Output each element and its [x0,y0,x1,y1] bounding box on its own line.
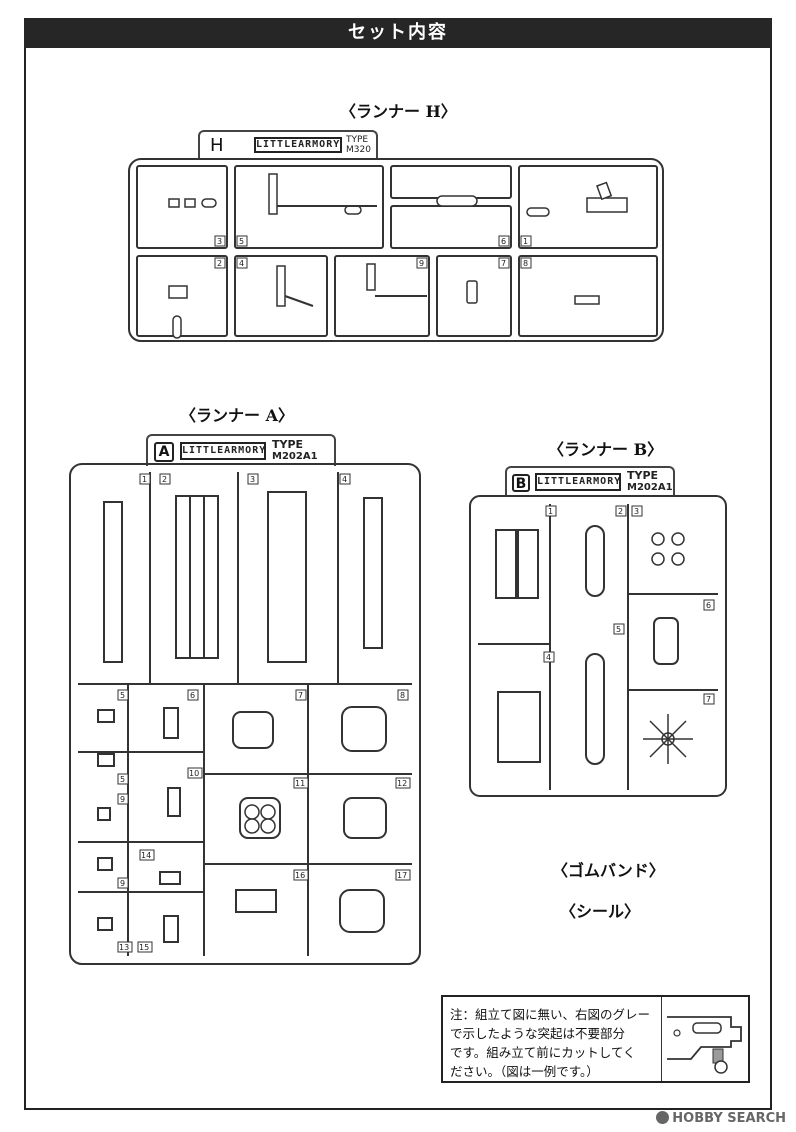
runner-a-title: 〈ランナー A〉 [180,406,294,425]
part-number: 12 [397,779,407,788]
part-number: 1 [142,475,147,484]
note-line: 注：組立て図に無い、右図のグレー [450,1007,651,1022]
part-number: 3 [634,507,639,516]
runner-b-type-label: TYPE [627,469,659,482]
runner-h-type-label: TYPE [346,135,369,145]
part-number: 9 [120,795,125,804]
hobby-search-logo-icon [656,1111,670,1124]
part-number: 13 [119,943,129,952]
part-number: 9 [120,879,125,888]
runner-a-letter: A [154,442,174,462]
part-number: 2 [162,475,167,484]
runner-h-letter: H [210,135,224,156]
runner-h-tab: H LITTLEARMORY TYPE M320 [198,130,378,160]
part-number: 6 [501,237,506,246]
part-number: 3 [217,237,222,246]
runner-b-title: 〈ランナー B〉 [548,440,664,459]
note-box: 注：組立て図に無い、右図のグレー で示したような突起は不要部分 です。組み立て前… [441,995,750,1083]
part-number: 11 [295,779,305,788]
part-number: 7 [298,691,303,700]
runner-b-type-code: M202A1 [627,482,673,493]
part-number: 17 [397,871,407,880]
hobby-search-watermark: HOBBY SEARCH [656,1111,786,1126]
part-number: 3 [250,475,255,484]
runner-h-title: 〈ランナー H〉 [340,102,457,121]
part-number: 4 [546,653,551,662]
part-number: 6 [190,691,195,700]
part-number: 2 [217,259,222,268]
runner-b-letter: B [512,474,530,492]
page-title: セット内容 [24,18,772,48]
little-armory-logo: LITTLEARMORY [535,473,621,491]
runner-a-tab: A LITTLEARMORY TYPE M202A1 [146,434,336,466]
part-number: 6 [706,601,711,610]
part-number: 8 [523,259,528,268]
gray-protrusion-illustration [661,997,742,1081]
little-armory-logo: LITTLEARMORY [254,137,342,153]
part-number: 4 [342,475,347,484]
runner-h-type-code: M320 [346,145,371,155]
runner-b-tab: B LITTLEARMORY TYPE M202A1 [505,466,675,496]
part-number: 2 [618,507,623,516]
rubber-band-label: 〈ゴムバンド〉 [552,861,665,880]
part-number: 5 [120,691,125,700]
part-number: 7 [501,259,506,268]
part-number: 7 [706,695,711,704]
runner-a-type-code: M202A1 [272,451,318,462]
watermark-text: HOBBY SEARCH [672,1111,786,1126]
part-number: 14 [141,851,151,860]
part-number: 5 [239,237,244,246]
part-number: 4 [239,259,244,268]
runner-a-diagram: 1 2 3 4 5 6 7 8 5 10 11 12 9 14 9 16 17 … [69,463,421,965]
runner-h-diagram: 3 5 6 1 2 4 9 7 8 [128,158,664,342]
sticker-label: 〈シール〉 [560,902,641,921]
part-number: 15 [139,943,149,952]
note-line: で示したような突起は不要部分 [450,1026,626,1041]
part-number: 8 [400,691,405,700]
note-line: です。組み立て前にカットしてく [450,1045,636,1060]
note-text: 注：組立て図に無い、右図のグレー で示したような突起は不要部分 です。組み立て前… [450,1005,660,1081]
part-number: 1 [523,237,528,246]
part-number: 9 [419,259,424,268]
runner-b-diagram: 1 2 3 6 5 4 7 [469,495,727,797]
part-number: 5 [616,625,621,634]
note-line: ださい。（図は一例です。） [450,1064,599,1079]
part-number: 10 [189,769,199,778]
little-armory-logo: LITTLEARMORY [180,442,266,460]
part-number: 1 [548,507,553,516]
runner-a-type-label: TYPE [272,438,304,451]
part-number: 5 [120,775,125,784]
part-number: 16 [295,871,305,880]
